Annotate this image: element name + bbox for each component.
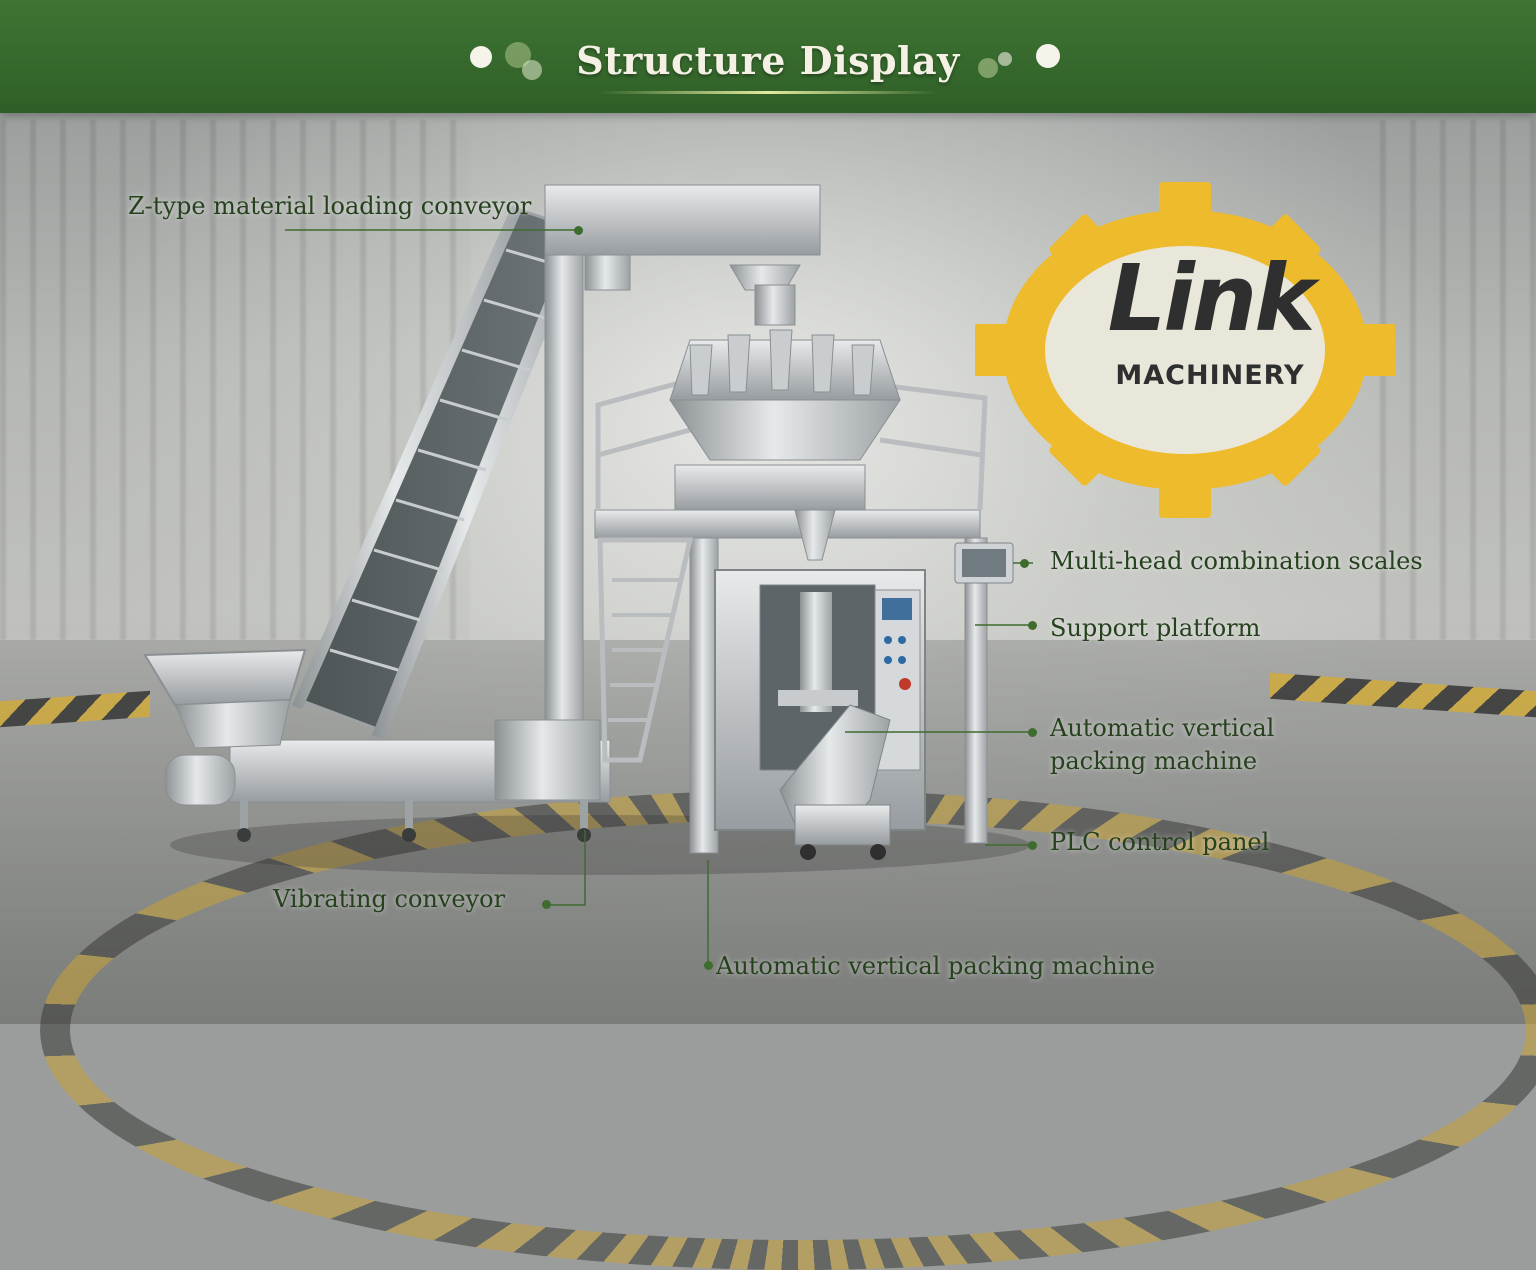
- callout-vertical-packing-bottom: Automatic vertical packing machine: [716, 952, 1156, 980]
- decor-dot-icon: [470, 46, 492, 68]
- decor-dot-icon: [998, 52, 1012, 66]
- plc-control-panel: [954, 542, 1014, 584]
- leader-dot-icon: [1028, 621, 1037, 630]
- logo-subtitle-text: MACHINERY: [1115, 360, 1305, 391]
- callout-vibrating-conveyor: Vibrating conveyor: [273, 885, 506, 913]
- link-machinery-gear-logo: [975, 182, 1395, 518]
- callout-z-type-conveyor: Z-type material loading conveyor: [128, 192, 532, 220]
- decor-dot-icon: [522, 60, 542, 80]
- leader-dot-icon: [1028, 841, 1037, 850]
- vertical-packing-machine: [714, 569, 926, 860]
- logo-brand-text: Link: [1107, 245, 1316, 352]
- page-title: Structure Display: [576, 38, 960, 83]
- title-underline: [598, 91, 938, 94]
- leader-dot-icon: [1020, 559, 1029, 568]
- header-banner: Structure Display: [0, 0, 1536, 113]
- support-platform: [594, 377, 988, 854]
- leader-dot-icon: [1028, 728, 1037, 737]
- callout-support-platform: Support platform: [1050, 614, 1261, 642]
- callout-vertical-packing-right: Automatic vertical packing machine: [1050, 714, 1275, 775]
- leader-dot-icon: [542, 900, 551, 909]
- vibrating-conveyor: [143, 648, 307, 749]
- decor-dot-icon: [978, 58, 998, 78]
- multi-head-scales: [669, 284, 901, 561]
- callout-plc-control-panel: PLC control panel: [1050, 828, 1270, 856]
- z-type-conveyor: [164, 184, 821, 842]
- background-shelving-right: [1380, 120, 1536, 640]
- leader-lines: [285, 229, 1033, 965]
- decor-dot-icon: [1036, 44, 1060, 68]
- leader-dot-icon: [704, 961, 713, 970]
- leader-dot-icon: [574, 226, 583, 235]
- callout-multi-head-scales: Multi-head combination scales: [1050, 547, 1423, 575]
- packaging-machine-illustration: [143, 184, 1033, 965]
